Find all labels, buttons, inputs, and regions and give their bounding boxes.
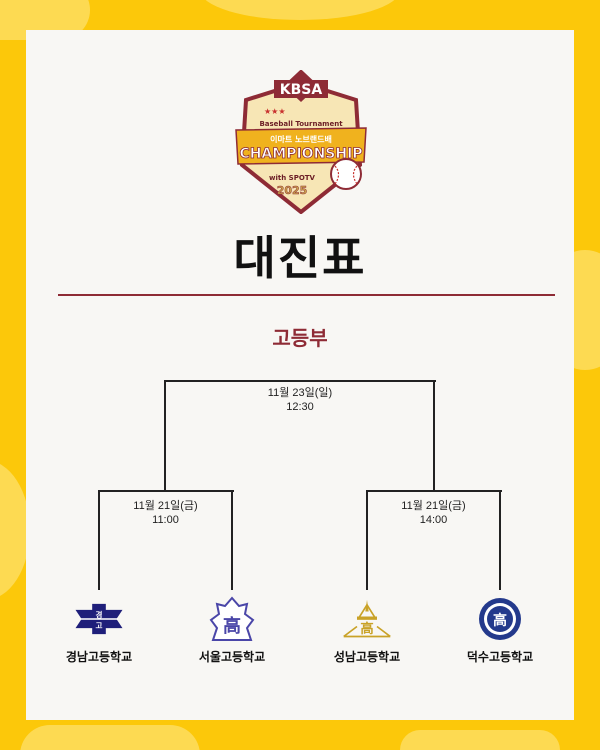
team-name: 성남고등학교 bbox=[333, 650, 401, 664]
bracket-semi2-top bbox=[366, 490, 502, 492]
team-gyeongnam: 경 고 경남고등학교 bbox=[44, 596, 154, 665]
semifinal-1-time: 11:00 bbox=[152, 514, 179, 526]
team-seongnam: 高 성남고등학교 bbox=[312, 596, 422, 665]
svg-text:with SPOTV: with SPOTV bbox=[269, 174, 316, 182]
svg-text:高: 高 bbox=[493, 612, 507, 629]
bracket-semi1-right bbox=[231, 490, 233, 590]
bracket-final-right bbox=[433, 380, 435, 492]
bracket-semi2-right bbox=[499, 490, 501, 590]
svg-text:CHAMPIONSHIP: CHAMPIONSHIP bbox=[239, 146, 362, 162]
final-match-info: 11월 23일(일) 12:30 bbox=[165, 386, 435, 414]
svg-text:고: 고 bbox=[96, 621, 103, 630]
team-deoksu: 高 덕수고등학교 bbox=[445, 596, 555, 665]
team-name: 덕수고등학교 bbox=[466, 650, 534, 664]
semifinal-2-time: 14:00 bbox=[419, 514, 448, 526]
bracket-semi2-left bbox=[366, 490, 368, 590]
svg-text:이마트 노브랜드배: 이마트 노브랜드배 bbox=[270, 134, 332, 144]
semifinal-1-info: 11월 21일(금) 11:00 bbox=[99, 499, 232, 527]
semifinal-2-date: 11월 21일(금) bbox=[401, 500, 466, 512]
seoul-emblem-icon: 高 bbox=[209, 596, 255, 641]
svg-text:高: 高 bbox=[360, 620, 373, 637]
svg-text:KBSA: KBSA bbox=[280, 82, 323, 98]
gyeongnam-emblem-icon: 경 고 bbox=[75, 603, 123, 635]
team-seoul: 高 서울고등학교 bbox=[177, 596, 287, 665]
seongnam-emblem-icon: 高 bbox=[343, 599, 391, 638]
final-date: 11월 23일(일) bbox=[267, 387, 333, 399]
deoksu-emblem-icon: 高 bbox=[479, 598, 521, 640]
division-label: 고등부 bbox=[272, 326, 328, 350]
svg-text:2025: 2025 bbox=[277, 184, 308, 197]
svg-text:경: 경 bbox=[96, 609, 103, 619]
semifinal-1-date: 11월 21일(금) bbox=[133, 500, 198, 512]
title-divider bbox=[58, 294, 555, 296]
bracket-final-top bbox=[165, 380, 436, 382]
team-name: 서울고등학교 bbox=[198, 650, 266, 664]
team-name: 경남고등학교 bbox=[65, 650, 133, 664]
svg-text:★★★: ★★★ bbox=[264, 107, 286, 116]
semifinal-2-info: 11월 21일(금) 14:00 bbox=[367, 499, 500, 527]
championship-logo: KBSA ★★★ Baseball Tournament 이마트 노브랜드배 C… bbox=[235, 70, 367, 214]
page-title: 대진표 bbox=[233, 231, 367, 285]
final-time: 12:30 bbox=[286, 401, 314, 413]
bracket-semi1-top bbox=[98, 490, 234, 492]
svg-text:高: 高 bbox=[223, 615, 241, 637]
bracket-semi1-left bbox=[98, 490, 100, 590]
bracket-final-left bbox=[164, 380, 166, 492]
svg-text:Baseball Tournament: Baseball Tournament bbox=[259, 120, 343, 128]
